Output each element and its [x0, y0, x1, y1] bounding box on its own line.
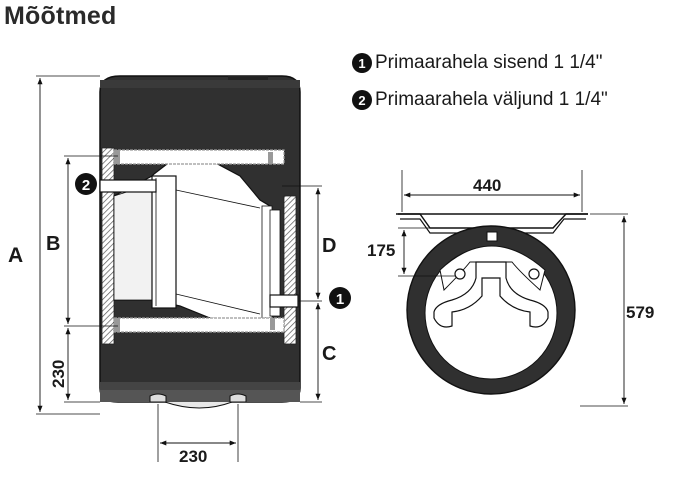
- tank-top-view: [396, 213, 588, 395]
- dimension-440: 440: [401, 170, 583, 212]
- label-d: D: [322, 235, 336, 257]
- label-579: 579: [626, 303, 654, 322]
- label-b: B: [46, 233, 60, 255]
- label-bottom-230: 230: [179, 447, 207, 466]
- legend-item-2: 2 Primaarahela väljund 1 1/4": [352, 89, 608, 111]
- marker-outlet-number: 2: [82, 177, 90, 194]
- label-a: A: [8, 244, 23, 267]
- legend-text-1: Primaarahela sisend 1 1/4": [375, 52, 603, 73]
- legend-number-1: 1: [352, 53, 372, 73]
- dimension-bottom-230: 230: [157, 404, 239, 466]
- marker-outlet: 2: [75, 173, 97, 195]
- legend-text-2: Primaarahela väljund 1 1/4": [375, 89, 608, 110]
- dimension-c: C: [300, 303, 336, 403]
- label-440: 440: [473, 176, 501, 195]
- label-left-230: 230: [49, 360, 68, 388]
- legend-item-1: 1 Primaarahela sisend 1 1/4": [352, 52, 602, 74]
- legend-number-2: 2: [352, 90, 372, 110]
- dimension-left-230: 230: [49, 328, 100, 403]
- dimension-a: A: [8, 75, 100, 415]
- tank-side-view: [99, 75, 301, 409]
- dimension-d: D: [282, 185, 336, 302]
- marker-inlet-number: 1: [336, 291, 344, 308]
- marker-inlet: 1: [329, 287, 351, 309]
- label-c: C: [322, 343, 336, 365]
- dimension-579: 579: [580, 213, 654, 407]
- label-175: 175: [367, 241, 395, 260]
- dimension-b: B: [46, 155, 118, 327]
- dimension-175: 175: [367, 227, 455, 277]
- page-title: Mõõtmed: [4, 2, 117, 30]
